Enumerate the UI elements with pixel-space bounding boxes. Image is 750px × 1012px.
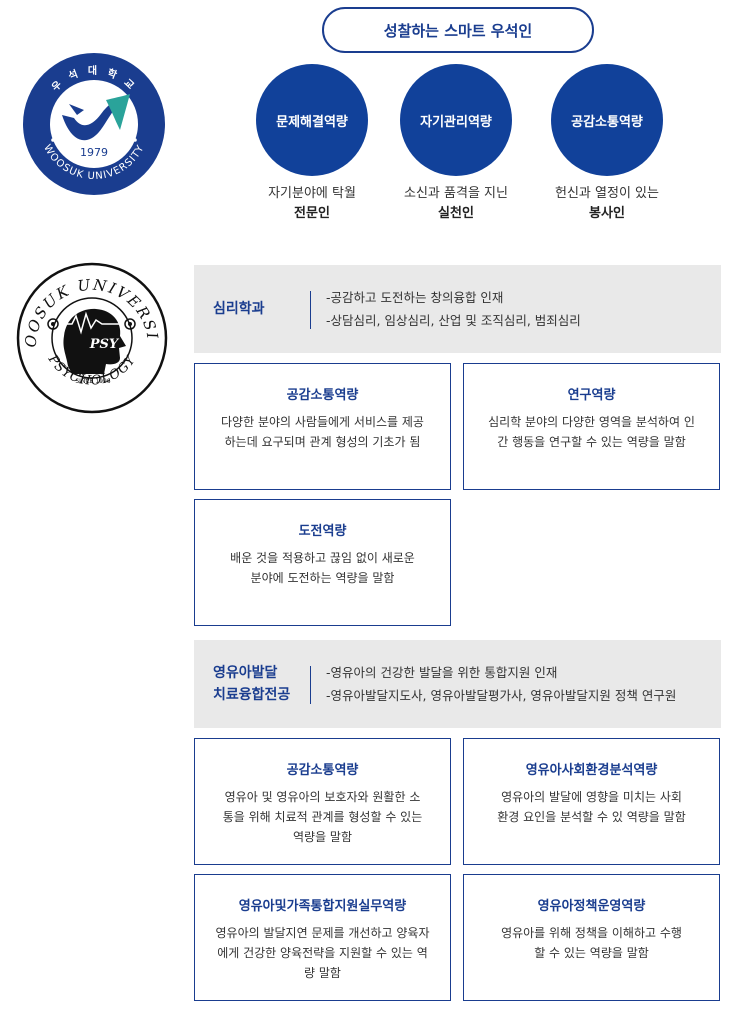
logo-year: 1979 [80,146,108,159]
card-title: 도전역량 [298,524,347,539]
card-title: 영유아및가족통합지원실무역량 [238,899,407,914]
divider [310,291,311,329]
logo-since: SINCE 1996 [75,378,110,385]
department-name: 영유아발달 치료융합전공 [213,640,290,728]
card-body: 심리학 분야의 다양한 영역을 분석하여 인간 행동을 연구할 수 있는 역량을… [488,415,695,449]
card-body: 영유아의 발달지연 문제를 개선하고 양육자에게 건강한 양육전략을 지원할 수… [215,926,430,980]
card-body: 배운 것을 적용하고 끊임 없이 새로운 분야에 도전하는 역량을 말함 [230,551,415,585]
department-description: -공감하고 도전하는 창의융합 인재 -상담심리, 임상심리, 산업 및 조직심… [326,265,581,353]
competency-name: 자기관리역량 [420,114,492,130]
department-name: 심리학과 [213,265,265,353]
competency-tagline: 실천인 [438,206,474,221]
competency-card: 영유아및가족통합지원실무역량 영유아의 발달지연 문제를 개선하고 양육자에게 … [194,874,451,1001]
department-panel-psychology: 심리학과 -공감하고 도전하는 창의융합 인재 -상담심리, 임상심리, 산업 … [194,265,721,353]
competency-card: 도전역량 배운 것을 적용하고 끊임 없이 새로운 분야에 도전하는 역량을 말… [194,499,451,626]
competency-circle-self-management: 자기관리역량 [400,64,512,176]
department-name-line: 영유아발달 [213,665,278,681]
competency-tagline: 전문인 [294,206,330,221]
card-body: 영유아를 위해 정책을 이해하고 수행할 수 있는 역량을 말함 [501,926,682,960]
card-body: 영유아의 발달에 영향을 미치는 사회환경 요인을 분석할 수 있 역량을 말함 [497,790,686,824]
competency-caption: 자기분야에 탁월 전문인 [232,184,392,224]
department-description: -영유아의 건강한 발달을 위한 통합지원 인재 -영유아발달지도사, 영유아발… [326,640,676,728]
competency-name: 공감소통역량 [571,114,643,130]
competency-card: 공감소통역량 다양한 분야의 사람들에게 서비스를 제공하는데 요구되며 관계 … [194,363,451,490]
card-title: 공감소통역량 [286,388,359,403]
card-title: 연구역량 [567,388,616,403]
department-panel-child-development: 영유아발달 치료융합전공 -영유아의 건강한 발달을 위한 통합지원 인재 -영… [194,640,721,728]
department-desc-line: -상담심리, 임상심리, 산업 및 조직심리, 범죄심리 [326,313,581,328]
card-title: 영유아사회환경분석역량 [525,763,658,778]
card-body: 영유아 및 영유아의 보호자와 원활한 소통을 위해 치료적 관계를 형성할 수… [222,790,423,844]
competency-card: 영유아사회환경분석역량 영유아의 발달에 영향을 미치는 사회환경 요인을 분석… [463,738,720,865]
competency-card: 연구역량 심리학 분야의 다양한 영역을 분석하여 인간 행동을 연구할 수 있… [463,363,720,490]
department-desc-line: -공감하고 도전하는 창의융합 인재 [326,290,504,305]
psychology-department-logo: WOOSUK UNIVERSITY PSYCHOLOGY PSY SINCE 1… [16,262,168,414]
competency-desc: 소신과 품격을 지닌 [404,186,508,201]
department-name-line: 심리학과 [213,301,265,317]
logo-psy-mark: PSY [89,337,120,352]
card-title: 공감소통역량 [286,763,359,778]
competency-caption: 소신과 품격을 지닌 실천인 [376,184,536,224]
competency-name: 문제해결역량 [276,114,348,130]
card-body: 다양한 분야의 사람들에게 서비스를 제공하는데 요구되며 관계 형성의 기초가… [221,415,424,449]
woosuk-university-logo: 우 석 대 학 교 WOOSUK UNIVERSITY 1979 [23,53,165,195]
department-desc-line: -영유아발달지도사, 영유아발달평가사, 영유아발달지원 정책 연구원 [326,688,677,703]
core-value-title: 성찰하는 스마트 우석인 [322,7,594,53]
competency-caption: 헌신과 열정이 있는 봉사인 [527,184,687,224]
competency-desc: 자기분야에 탁월 [268,186,356,201]
competency-card: 영유아정책운영역량 영유아를 위해 정책을 이해하고 수행할 수 있는 역량을 … [463,874,720,1001]
competency-card: 공감소통역량 영유아 및 영유아의 보호자와 원활한 소통을 위해 치료적 관계… [194,738,451,865]
competency-circle-problem-solving: 문제해결역량 [256,64,368,176]
card-title: 영유아정책운영역량 [537,899,646,914]
competency-circle-empathy: 공감소통역량 [551,64,663,176]
competency-tagline: 봉사인 [589,206,625,221]
competency-desc: 헌신과 열정이 있는 [555,186,659,201]
divider [310,666,311,704]
department-desc-line: -영유아의 건강한 발달을 위한 통합지원 인재 [326,665,558,680]
department-name-line: 치료융합전공 [213,687,291,703]
